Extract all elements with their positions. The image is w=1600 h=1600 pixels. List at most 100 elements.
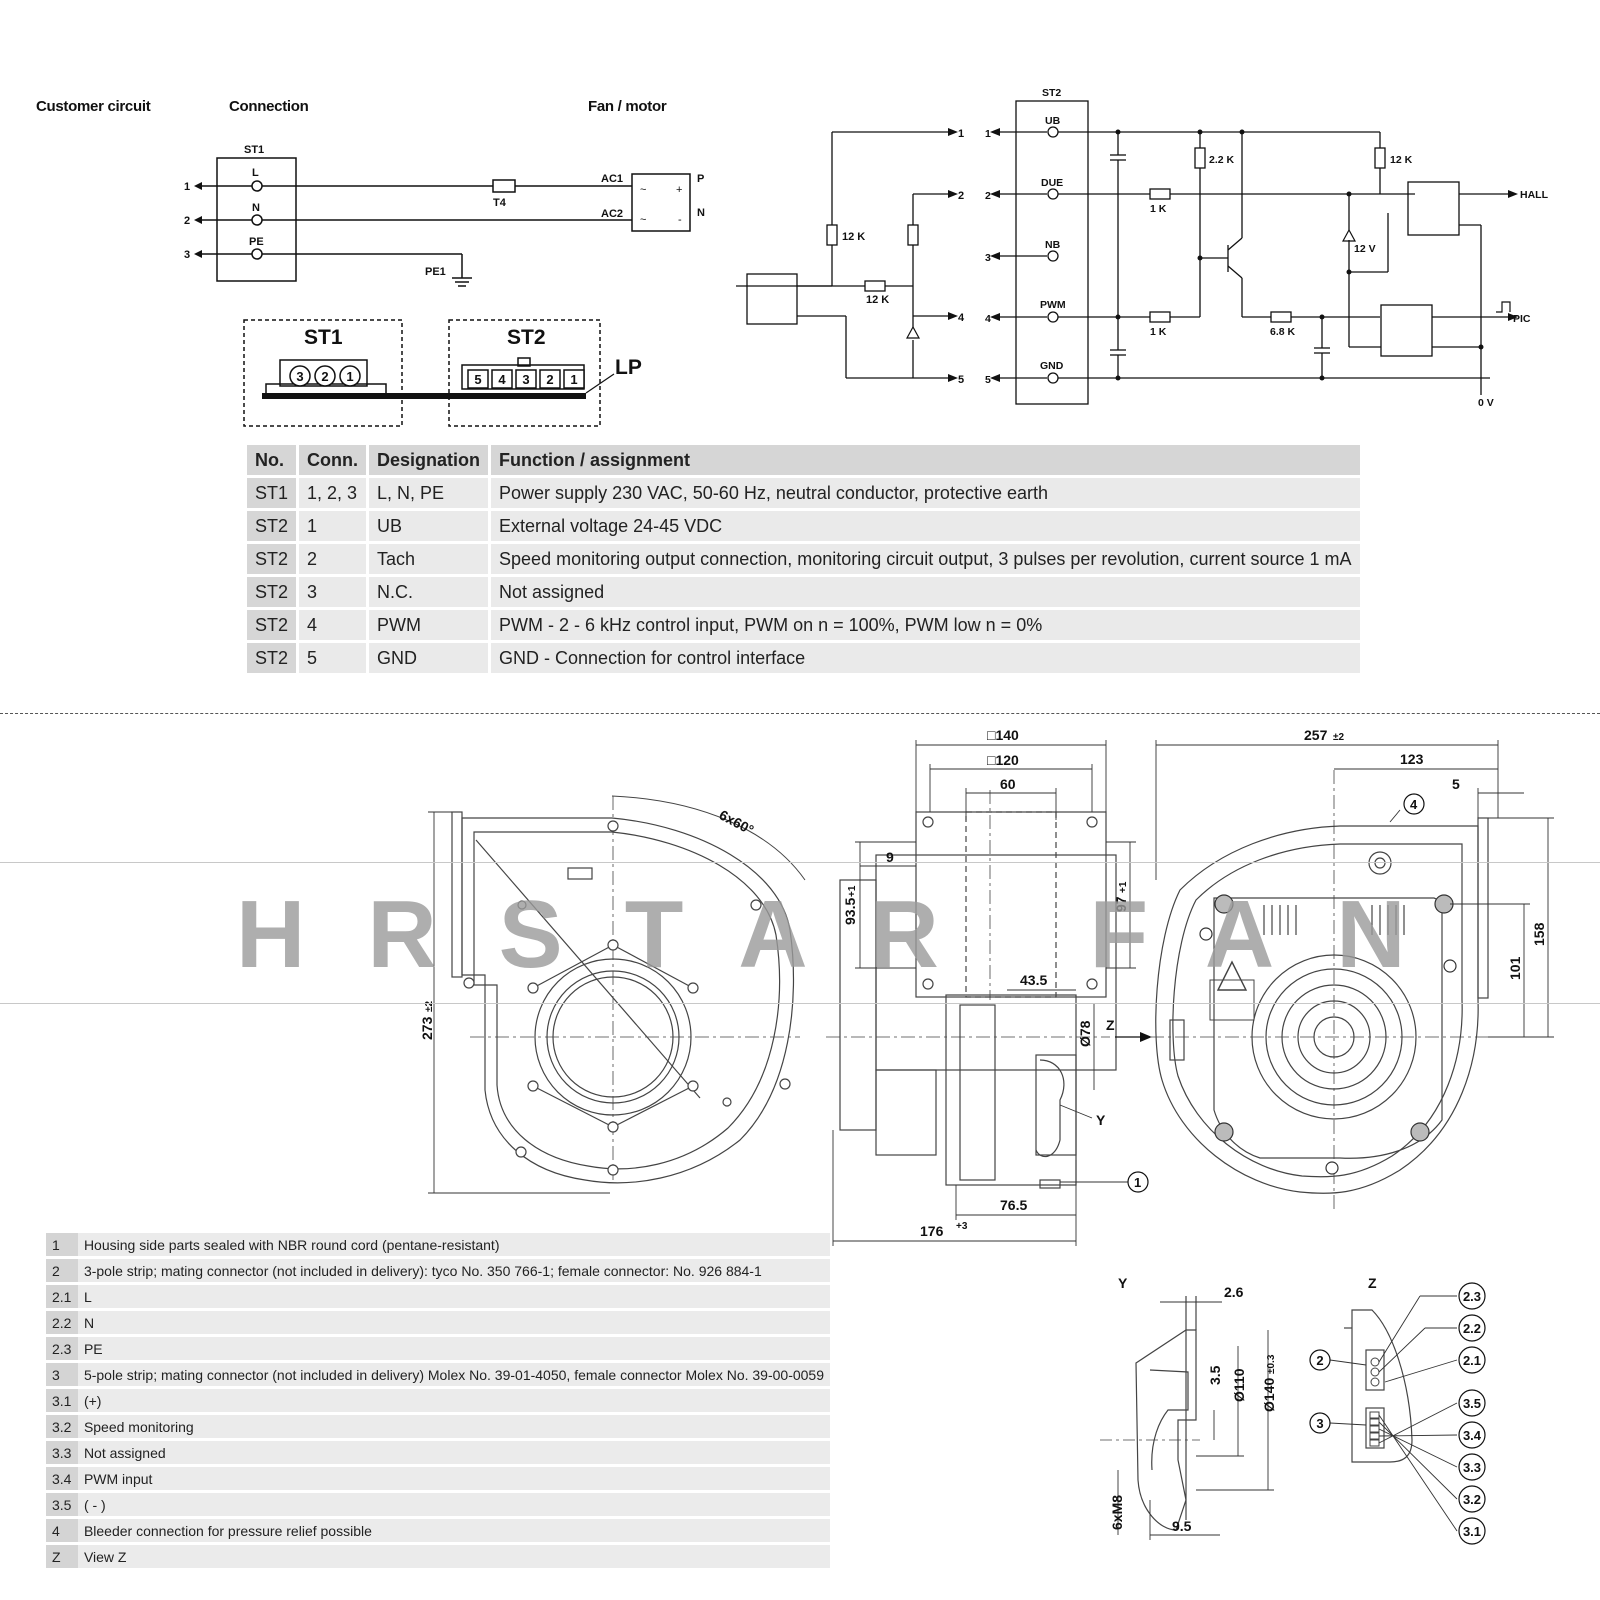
callout-2-1: 2.1 [1463,1353,1481,1368]
dim-273-tol: ±2 [424,1001,435,1012]
legend-text: 5-pole strip; mating connector (not incl… [77,1363,830,1386]
detail-y-title: Y [1118,1275,1128,1291]
dim-9-5: 9.5 [1172,1518,1192,1534]
mechanical-drawing: 273 ±2 6x60° □140 □120 60 9 [419,727,1554,1545]
legend-text: L [77,1285,830,1308]
detail-z-pins [1369,1357,1380,1447]
cell-function: GND - Connection for control interface [491,643,1360,673]
dim-140-dia: Ø140 [1261,1378,1277,1412]
st1-connector-title: ST1 [304,326,343,349]
cell-designation: GND [369,643,489,673]
optocoupler-hall [1407,181,1460,236]
iface-num-5: 5 [958,374,964,386]
st1-connector-box [243,319,403,427]
dim-76-5: 76.5 [1000,1197,1027,1213]
cell-no: ST2 [247,544,297,574]
st2-pin-2: 2 [546,372,553,387]
res-2-2k: 2.2 K [1209,154,1235,166]
dim-z-arrow-label: Z [1106,1017,1115,1033]
callout-3-4: 3.4 [1463,1428,1482,1443]
legend-text: Speed monitoring [77,1415,830,1438]
zener-12v [1341,228,1357,242]
dim-9: 9 [886,849,894,865]
callout-3-2: 3.2 [1463,1492,1481,1507]
header-fan-motor: Fan / motor [588,98,667,115]
schematic-panel: Customer circuit Connection Fan / motor … [36,87,1549,427]
dim-110: Ø110 [1231,1368,1247,1402]
cell-designation: UB [369,511,489,541]
res-12k-b: 12 K [866,294,889,306]
power-arrows [194,182,202,258]
header-connection: Connection [229,98,309,115]
cell-function: Power supply 230 VAC, 50-60 Hz, neutral … [491,478,1360,508]
dim-176-tol: +3 [956,1221,968,1232]
svg-text:+: + [676,184,682,196]
terminal-l [251,180,263,192]
res-12k-a: 12 K [842,231,865,243]
detail-z-callouts [1309,1282,1486,1545]
cell-no: ST2 [247,577,297,607]
legend-key: 3.3 [46,1441,78,1464]
detail-z [1344,1309,1413,1463]
svg-text:~: ~ [640,184,646,196]
dim-140-square: □140 [987,727,1019,743]
legend-key: 1 [46,1233,78,1256]
svg-text:-: - [678,214,682,226]
iface-num-1: 1 [958,128,964,140]
pulse-symbol [1496,301,1511,313]
section-divider [0,713,1600,714]
dim-158: 158 [1531,922,1547,946]
hall-label: HALL [1520,189,1549,201]
dim-60: 60 [1000,776,1016,792]
zener-diode-left [905,325,921,339]
cell-designation: N.C. [369,577,489,607]
st2-pins [467,369,585,389]
cell-no: ST2 [247,643,297,673]
cell-conn: 5 [299,643,367,673]
callout-3-5: 3.5 [1463,1396,1481,1411]
cell-function: PWM - 2 - 6 kHz control input, PWM on n … [491,610,1360,640]
pin-ub: UB [1045,115,1061,127]
label-n: N [252,202,260,214]
fuse-t4 [492,179,516,193]
pic-label: PIC [1513,313,1531,325]
cell-conn: 1, 2, 3 [299,478,367,508]
rear-view [1150,770,1500,1210]
dim-257-tol: ±2 [1333,732,1344,743]
callout-3-3: 3.3 [1463,1460,1481,1475]
num-3: 3 [184,249,190,261]
legend-text: PWM input [77,1467,830,1490]
zero-v-label: 0 V [1478,397,1494,409]
col-function: Function / assignment [491,445,1360,475]
front-view-bolts [463,820,791,1176]
cell-conn: 2 [299,544,367,574]
dim-176: 176 [920,1223,944,1239]
legend-key: 3.2 [46,1415,78,1438]
front-view-dims [428,811,610,1194]
legend-key: 2.3 [46,1337,78,1360]
dim-3-5: 3.5 [1207,1365,1223,1385]
terminal-pe [251,248,263,260]
st2-num-5: 5 [985,374,991,386]
cell-function: Not assigned [491,577,1360,607]
callout-2-2: 2.2 [1463,1321,1481,1336]
interface-circuit [736,131,950,379]
dim-6xm8: 6xM8 [1109,1495,1125,1530]
st1-pins [289,365,361,387]
res-12k-c: 12 K [1390,154,1413,166]
legend-key: 4 [46,1519,78,1542]
side-view-holes [922,816,1098,990]
pin-table-header: No. Conn. Designation Function / assignm… [247,445,1360,475]
watermark-band [0,862,1600,1004]
dim-97-tol: +1 [1118,881,1129,893]
st2-block [1015,100,1089,405]
detail-z-title: Z [1368,1275,1377,1291]
header-customer-circuit: Customer circuit [36,98,151,115]
